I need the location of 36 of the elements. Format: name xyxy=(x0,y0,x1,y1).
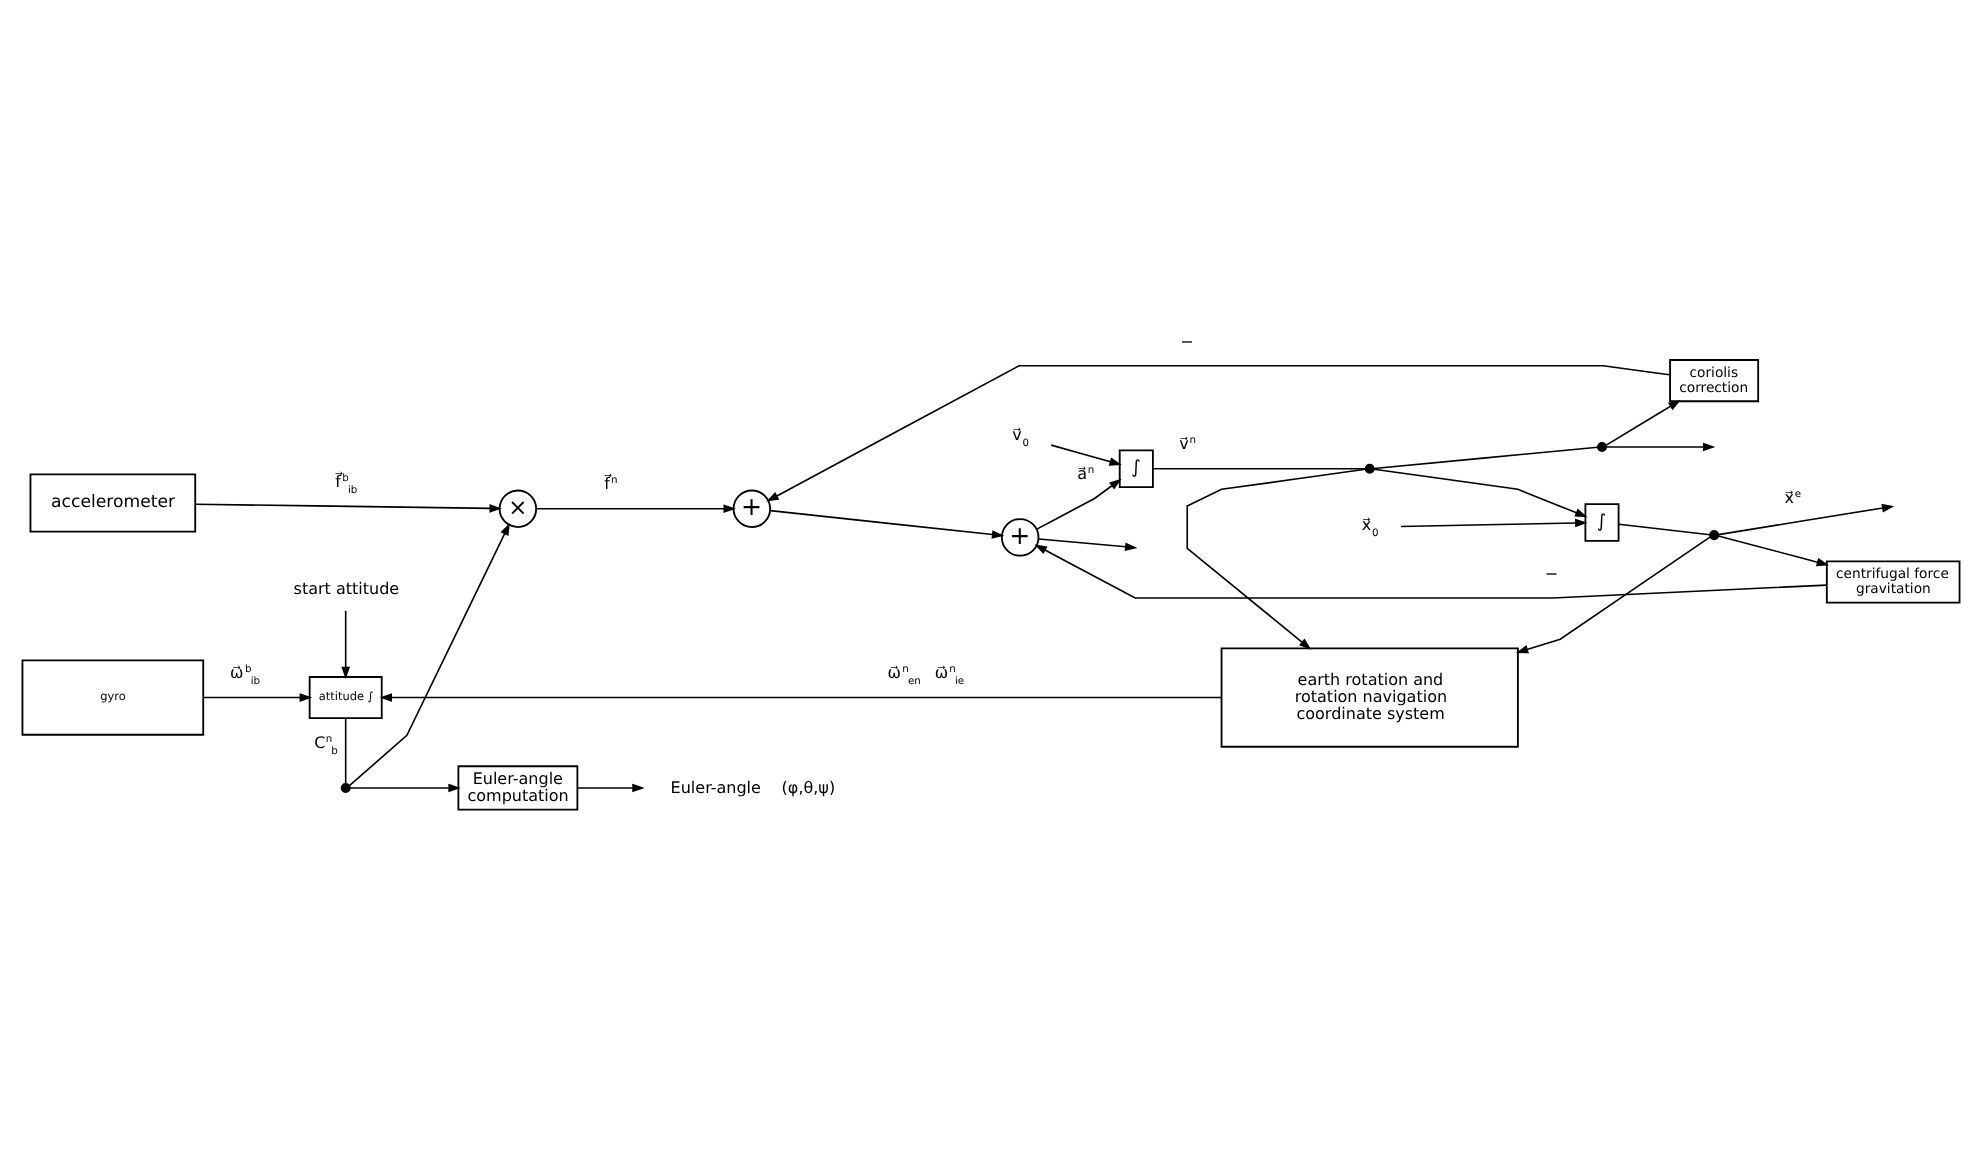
arrow xyxy=(341,609,350,679)
node-box: ∫ xyxy=(1118,448,1154,487)
node-circle: × xyxy=(498,488,538,527)
arrow xyxy=(1717,502,1895,535)
arrow xyxy=(202,692,312,701)
node-box: ∫ xyxy=(1584,502,1620,541)
node-dot xyxy=(1364,462,1375,473)
arrow xyxy=(379,692,1223,701)
node-box: accelerometer xyxy=(29,472,197,532)
arrow xyxy=(1605,441,1716,451)
arrow xyxy=(1186,467,1367,649)
arrow xyxy=(1034,543,1828,598)
connector xyxy=(1373,445,1599,469)
arrow xyxy=(1717,534,1829,566)
arrow xyxy=(194,502,502,512)
arrow xyxy=(769,508,1005,538)
arrow xyxy=(576,782,645,792)
connector xyxy=(1618,522,1711,535)
arrow xyxy=(1605,399,1681,446)
connector xyxy=(344,716,347,784)
arrow xyxy=(535,503,736,513)
arrow xyxy=(766,363,1671,501)
node-circle: + xyxy=(1000,517,1040,556)
arrow xyxy=(348,521,510,786)
node-dot xyxy=(1709,529,1720,540)
arrow xyxy=(1036,477,1122,529)
arrow xyxy=(1515,535,1712,653)
arrow xyxy=(1400,517,1588,527)
node-dot xyxy=(1596,440,1608,452)
arrow xyxy=(1037,537,1138,551)
arrow xyxy=(1050,443,1122,465)
arrow xyxy=(1373,467,1588,517)
node-circle: + xyxy=(732,488,772,527)
connector xyxy=(1152,466,1367,469)
arrow xyxy=(349,782,461,792)
node-dot xyxy=(340,781,351,792)
